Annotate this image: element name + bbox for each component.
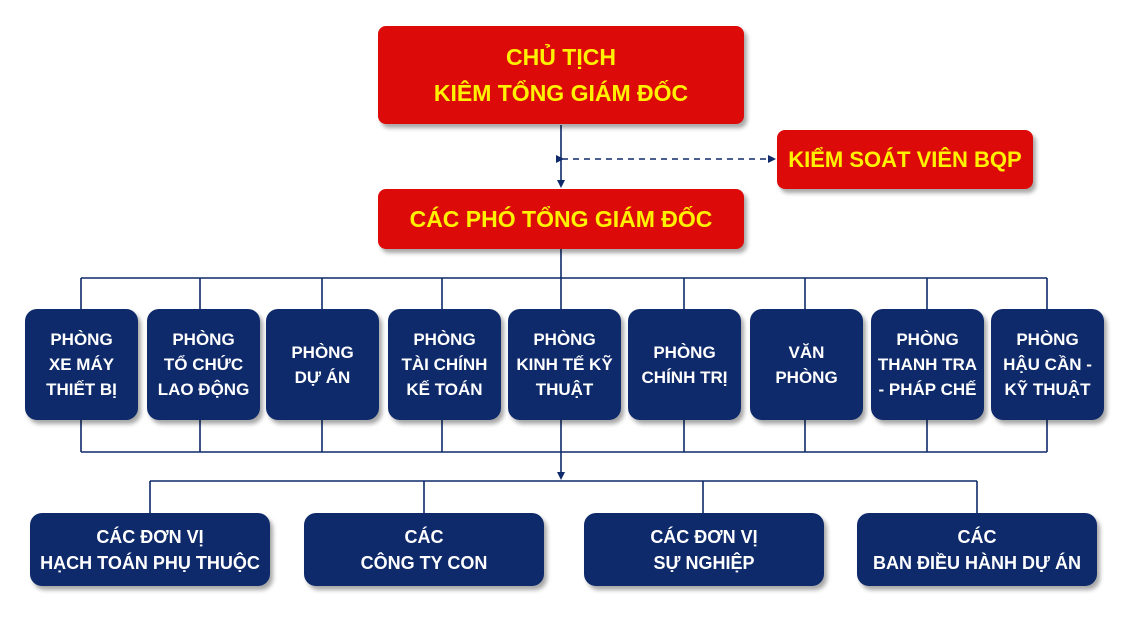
dept-label-line: PHÒNG — [172, 330, 235, 349]
dept-label-line: PHÒNG — [291, 342, 354, 362]
unit-hach-toan-phu-thuoc: CÁC ĐƠN VỊ HẠCH TOÁN PHỤ THUỘC — [30, 513, 270, 586]
chairman-title-line-1: CHỦ TỊCH — [506, 44, 616, 70]
dept-label-line: LAO ĐỘNG — [157, 380, 250, 399]
dept-label-line: TỔ CHỨC — [163, 355, 244, 374]
dept-tai-chinh-ke-toan: PHÒNG TÀI CHÍNH KẾ TOÁN — [388, 309, 501, 420]
dept-to-chuc-lao-dong: PHÒNG TỔ CHỨC LAO ĐỘNG — [147, 309, 260, 420]
dept-hau-can-ky-thuat: PHÒNG HẬU CẦN - KỸ THUẬT — [991, 309, 1104, 420]
unit-label-line: CÁC ĐƠN VỊ — [96, 526, 204, 547]
dept-label-line: PHÒNG — [413, 330, 476, 349]
dept-label-line: DỰ ÁN — [294, 367, 351, 387]
unit-label-line: CÁC — [957, 526, 997, 547]
dept-label-line: - PHÁP CHẾ — [878, 380, 977, 399]
dept-label-line: HẬU CẦN - — [1003, 355, 1092, 374]
dept-van-phong: VĂN PHÒNG — [750, 309, 863, 420]
dept-label-line: THUẬT — [535, 380, 594, 399]
controller-box: KIỂM SOÁT VIÊN BQP — [777, 130, 1033, 189]
dept-chinh-tri: PHÒNG CHÍNH TRỊ — [628, 309, 741, 420]
dept-label-line: TÀI CHÍNH — [401, 355, 488, 374]
chairman-title-line-2: KIÊM TỔNG GIÁM ĐỐC — [433, 80, 689, 106]
dept-label-line: XE MÁY — [48, 355, 115, 374]
unit-ban-dieu-hanh-du-an: CÁC BAN ĐIỀU HÀNH DỰ ÁN — [857, 513, 1097, 586]
dept-label-line: KINH TẾ KỸ — [516, 355, 613, 374]
dept-xe-may-thiet-bi: PHÒNG XE MÁY THIẾT BỊ — [25, 309, 138, 420]
dept-label-line: PHÒNG — [653, 342, 716, 362]
unit-cong-ty-con: CÁC CÔNG TY CON — [304, 513, 544, 586]
dept-kinh-te-ky-thuat: PHÒNG KINH TẾ KỸ THUẬT — [508, 309, 621, 420]
dept-label-line: PHÒNG — [533, 330, 596, 349]
unit-su-nghiep: CÁC ĐƠN VỊ SỰ NGHIỆP — [584, 513, 824, 586]
unit-label-line: CÔNG TY CON — [360, 552, 488, 573]
unit-label-line: CÁC — [404, 526, 444, 547]
dept-label-line: KỸ THUẬT — [1004, 380, 1091, 399]
dept-label-line: CHÍNH TRỊ — [641, 367, 728, 387]
dept-label-line: THANH TRA — [877, 355, 978, 374]
dept-du-an: PHÒNG DỰ ÁN — [266, 309, 379, 420]
dept-label-line: PHÒNG — [896, 330, 959, 349]
dept-thanh-tra-phap-che: PHÒNG THANH TRA - PHÁP CHẾ — [871, 309, 984, 420]
dept-label-line: THIẾT BỊ — [46, 380, 117, 399]
dept-label-line: PHÒNG — [50, 330, 113, 349]
chairman-box: CHỦ TỊCH KIÊM TỔNG GIÁM ĐỐC — [378, 26, 744, 124]
dept-label-line: PHÒNG — [1016, 330, 1079, 349]
dept-label-line: PHÒNG — [775, 367, 838, 387]
dept-label-line: VĂN — [788, 342, 825, 362]
unit-label-line: SỰ NGHIỆP — [653, 552, 755, 573]
unit-label-line: CÁC ĐƠN VỊ — [650, 526, 758, 547]
controller-title: KIỂM SOÁT VIÊN BQP — [788, 146, 1022, 172]
deputies-title: CÁC PHÓ TỔNG GIÁM ĐỐC — [409, 205, 713, 232]
unit-label-line: BAN ĐIỀU HÀNH DỰ ÁN — [873, 552, 1081, 573]
unit-label-line: HẠCH TOÁN PHỤ THUỘC — [40, 552, 260, 573]
dept-label-line: KẾ TOÁN — [406, 380, 483, 399]
deputies-box: CÁC PHÓ TỔNG GIÁM ĐỐC — [378, 189, 744, 249]
